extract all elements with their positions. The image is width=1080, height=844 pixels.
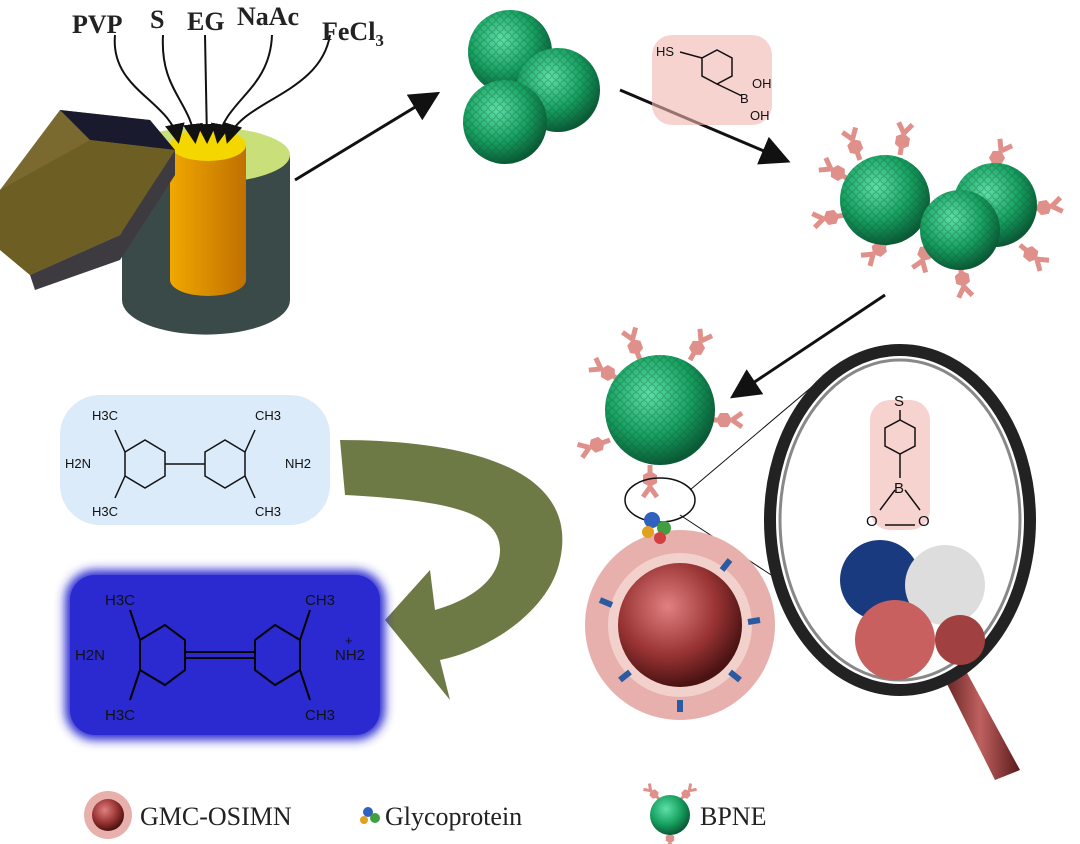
legend-gmc-osimn: GMC-OSIMN [140, 802, 292, 831]
glycoprotein [642, 512, 671, 544]
tmbox-methyl-tr: CH3 [305, 592, 335, 609]
reagent-pvp: PVP [72, 10, 123, 39]
tmb-oxidized: H3C CH3 H2N NH2 + H3C CH3 [65, 570, 385, 740]
reagent-fecl3: FeCl3 [322, 17, 384, 50]
gmc-osimn-icon [84, 791, 132, 839]
tmbox-amine-left: H2N [75, 647, 105, 664]
tmb-methyl-br: CH3 [255, 504, 281, 519]
tmb-amine-left: H2N [65, 456, 91, 471]
curved-oxidation-arrow [340, 440, 563, 700]
tmbox-amine-right: NH2 [335, 647, 365, 664]
mercaptophenylboronic-acid: HS B OH OH [652, 35, 772, 125]
reagent-lines [113, 34, 331, 144]
magnifier-oxygen-1: O [866, 513, 878, 530]
tmb-reduced: H3C CH3 H2N NH2 H3C CH3 [60, 395, 330, 525]
tmb-methyl-tl: H3C [92, 408, 118, 423]
glycoprotein-icon [360, 807, 380, 824]
magnetic-nanospheres [463, 10, 600, 164]
reagent-s: S [150, 5, 164, 34]
tmbox-methyl-tl: H3C [105, 592, 135, 609]
tmb-amine-right: NH2 [285, 456, 311, 471]
tmb-methyl-bl: H3C [92, 504, 118, 519]
zoom-circle [624, 477, 696, 523]
hydroxyl-label-1: OH [752, 76, 772, 91]
legend-bpne: BPNE [700, 802, 766, 831]
tmbox-methyl-bl: H3C [105, 707, 135, 724]
hydroxyl-label-2: OH [750, 108, 770, 123]
arrow-3 [730, 293, 886, 399]
tmbox-methyl-br: CH3 [305, 707, 335, 724]
bpne-icon [641, 781, 699, 844]
gmc-osimn [585, 530, 775, 720]
arrow-1 [294, 91, 441, 182]
thiol-label: HS [656, 44, 674, 59]
reagent-eg: EG [187, 7, 225, 36]
tmbox-charge: + [345, 633, 353, 648]
tmb-methyl-tr: CH3 [255, 408, 281, 423]
legend-glycoprotein: Glycoprotein [385, 802, 522, 831]
magnifier-sulfur: S [894, 393, 904, 410]
magnifying-glass: S B O O [764, 344, 1036, 780]
bpne-bound [578, 328, 742, 497]
magnifier-boron: B [894, 480, 904, 497]
bpne-cluster [812, 122, 1062, 297]
reagent-naac: NaAc [237, 2, 299, 31]
boron-label: B [740, 91, 749, 106]
autoclave [0, 110, 290, 335]
legend: GMC-OSIMN Glycoprotein BPNE [84, 781, 766, 844]
magnifier-oxygen-2: O [918, 513, 930, 530]
